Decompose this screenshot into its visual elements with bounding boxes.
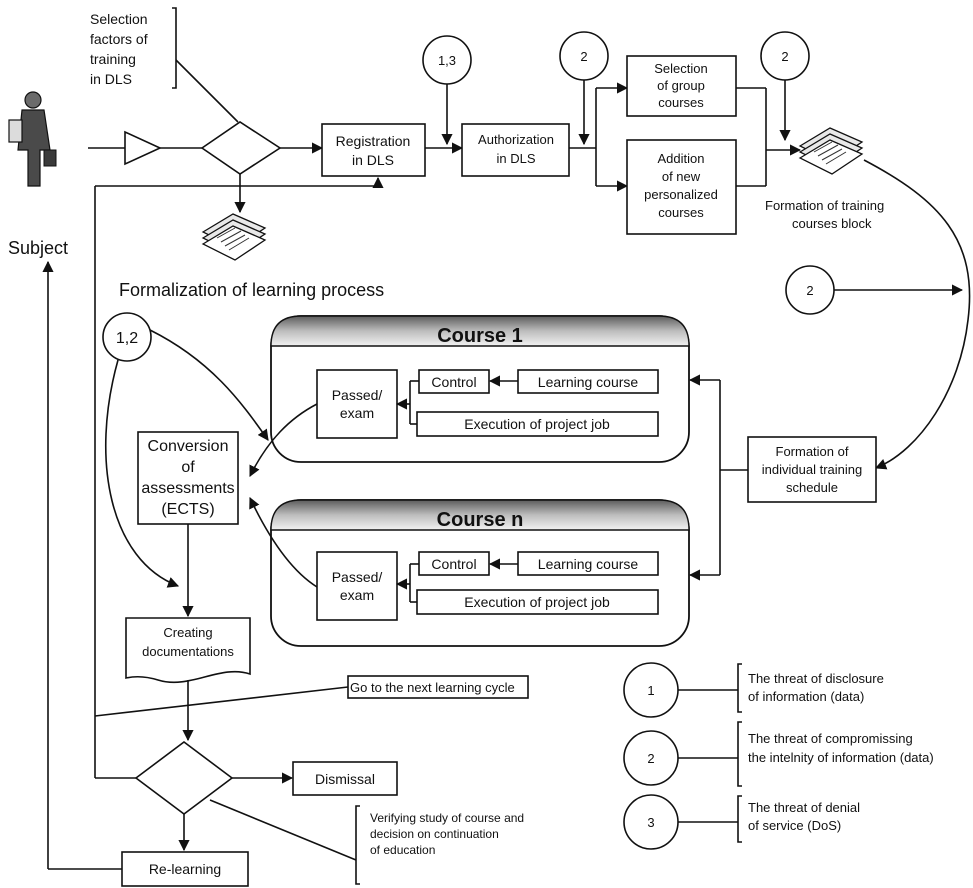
course-1-control: Control xyxy=(431,374,476,390)
legend-num-1: 1 xyxy=(647,683,654,698)
legend-text-1-line-2: of information (data) xyxy=(748,689,864,704)
conversion-line-3: assessments xyxy=(141,480,234,497)
selection-group-line-3: courses xyxy=(658,95,704,110)
creating-docs-shape xyxy=(125,617,251,684)
conversion-line-1: Conversion xyxy=(148,438,229,455)
merge-triangle-shape xyxy=(124,130,162,166)
selection-factors-line-4: in DLS xyxy=(90,71,132,87)
authorization-line-1: Authorization xyxy=(478,132,554,147)
course-n-control: Control xyxy=(431,556,476,572)
verifying-line-2: decision on continuation xyxy=(370,827,499,841)
course-1-learning-box xyxy=(517,369,659,394)
selection-group-line-1: Selection xyxy=(654,61,707,76)
course-1-passed-box xyxy=(316,369,398,439)
conversion-line-2: of xyxy=(181,459,195,476)
threat-circle-1-2 xyxy=(102,312,152,362)
course-1-passed-line-1: Passed/ xyxy=(332,387,383,403)
selection-group-line-2: of group xyxy=(657,78,705,93)
legend-text-3-line-2: of service (DoS) xyxy=(748,818,841,833)
verifying-line-1: Verifying study of course and xyxy=(370,811,524,825)
dismissal-box xyxy=(292,761,398,796)
course-n-passed-line-1: Passed/ xyxy=(332,569,383,585)
schedule-line-3: schedule xyxy=(786,480,838,495)
formalization-label: Formalization of learning process xyxy=(119,280,384,300)
course-1-title: Course 1 xyxy=(437,325,523,347)
formalization-doc-icon xyxy=(202,213,266,261)
registration-line-1: Registration xyxy=(336,133,411,149)
course-1-execution: Execution of project job xyxy=(464,416,610,432)
subject-person-icon xyxy=(8,91,57,187)
courses-block-doc-icon xyxy=(799,127,863,175)
threat-circle-1-2-label: 1,2 xyxy=(116,330,138,347)
addition-line-4: courses xyxy=(658,205,704,220)
course-1-execution-box xyxy=(416,411,659,437)
creating-docs-line-1: Creating xyxy=(163,625,212,640)
conversion-line-4: (ECTS) xyxy=(161,501,214,518)
course-n-learning: Learning course xyxy=(538,556,639,572)
legend: 1 The threat of disclosure of informatio… xyxy=(623,662,934,850)
formation-block-line-2: courses block xyxy=(792,216,872,231)
registration-line-2: in DLS xyxy=(352,152,394,168)
next-cycle-label: Go to the next learning cycle xyxy=(350,680,515,695)
schedule-line-2: individual training xyxy=(762,462,862,477)
course-n-passed-line-2: exam xyxy=(340,587,374,603)
subject-label: Subject xyxy=(8,238,68,258)
legend-text-2-line-1: The threat of compromissing xyxy=(748,731,913,746)
selection-factors-line-1: Selection xyxy=(90,11,148,27)
threat-circle-2-mid-label: 2 xyxy=(806,283,813,298)
course-n-execution: Execution of project job xyxy=(464,594,610,610)
threat-circle-2-right-label: 2 xyxy=(781,49,788,64)
relearning-label: Re-learning xyxy=(149,861,221,877)
dismissal-label: Dismissal xyxy=(315,771,375,787)
course-n-passed-box xyxy=(316,551,398,621)
course-n-block: Course n Passed/ exam Control Learning c… xyxy=(270,499,690,647)
course-1-passed-line-2: exam xyxy=(340,405,374,421)
course-n-learning-box xyxy=(517,551,659,576)
formation-block-line-1: Formation of training xyxy=(765,198,884,213)
legend-num-2: 2 xyxy=(647,751,654,766)
creating-docs-line-2: documentations xyxy=(142,644,234,659)
legend-num-3: 3 xyxy=(647,815,654,830)
selection-factors-line-3: training xyxy=(90,51,136,67)
threat-circle-1-3-label: 1,3 xyxy=(438,53,456,68)
legend-text-3-line-1: The threat of denial xyxy=(748,800,860,815)
registration-box xyxy=(321,123,426,177)
selection-factors-note: Selection factors of training in DLS xyxy=(90,7,239,123)
course-n-title: Course n xyxy=(437,509,524,531)
decision-diamond-top xyxy=(200,121,282,175)
selection-factors-line-2: factors of xyxy=(90,31,148,47)
conversion-box xyxy=(137,431,239,525)
legend-text-1-line-1: The threat of disclosure xyxy=(748,671,884,686)
threat-circle-2-top-label: 2 xyxy=(580,49,587,64)
legend-text-2-line-2: the intelnity of information (data) xyxy=(748,750,934,765)
authorization-box xyxy=(461,123,570,177)
addition-courses-box xyxy=(626,139,737,235)
addition-line-2: of new xyxy=(662,169,701,184)
addition-line-1: Addition xyxy=(658,151,705,166)
course-1-block: Course 1 Passed/ exam Control Learning c… xyxy=(270,315,690,463)
addition-line-3: personalized xyxy=(644,187,718,202)
course-n-execution-box xyxy=(416,589,659,615)
course-1-learning: Learning course xyxy=(538,374,639,390)
selection-group-box xyxy=(626,55,737,117)
relearning-box xyxy=(121,851,249,887)
authorization-line-2: in DLS xyxy=(496,151,535,166)
schedule-line-1: Formation of xyxy=(776,444,849,459)
verifying-line-3: of education xyxy=(370,843,435,857)
